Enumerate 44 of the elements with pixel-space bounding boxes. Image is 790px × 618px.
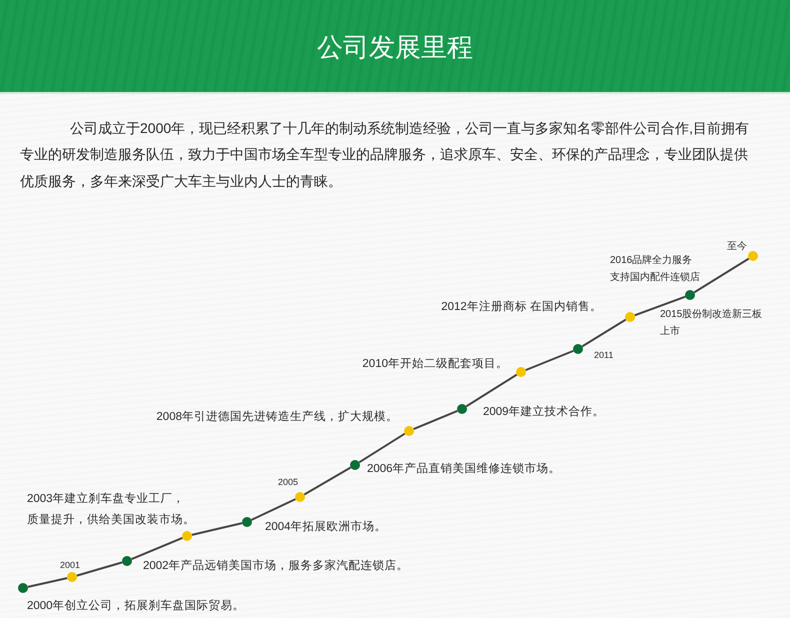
milestone-label: 2010年开始二级配套项目。 [362, 356, 508, 372]
milestone-label: 2002年产品远销美国市场，服务多家汽配连锁店。 [143, 558, 409, 574]
milestone-label: 至今 [727, 240, 747, 252]
milestone-dot [404, 426, 414, 436]
timeline-segment [76, 561, 122, 577]
milestone-dot [18, 583, 28, 593]
timeline-segment [192, 522, 242, 536]
milestone-label: 2016品牌全力服务支持国内配件连锁店 [610, 254, 701, 284]
milestone-label: 2009年建立技术合作。 [483, 404, 605, 420]
timeline-segment [525, 350, 574, 372]
milestone-label: 2005 [278, 476, 298, 488]
timeline-segment [694, 258, 750, 294]
timeline-segment [413, 410, 458, 430]
intro-paragraph: 公司成立于2000年，现已经积累了十几年的制动系统制造经验，公司一直与多家知名零部件公司合作,目前拥有专业的研发制造服务队伍，致力于中国市场全车型专业的品牌服务，追求原车、安全、环保的产品理念，专业团队提供优质服务，多年来深受广大车主与业内人士的青睐。 [20, 118, 750, 191]
timeline-segment [634, 296, 686, 316]
milestone-label: 2008年引进德国先进铸造生产线，扩大规模。 [156, 409, 398, 425]
milestone-label: 2001 [60, 559, 80, 571]
timeline-segment [358, 432, 406, 464]
milestone-dot [242, 517, 252, 527]
timeline-segment [304, 466, 352, 496]
milestone-dot [295, 492, 305, 502]
timeline-segment [582, 318, 626, 348]
timeline-segment [28, 577, 68, 588]
milestone-label: 2011 [594, 349, 614, 361]
milestone-dot [182, 531, 192, 541]
milestone-dot [516, 367, 526, 377]
milestone-dot [350, 460, 360, 470]
timeline-segment [251, 498, 296, 521]
milestone-dot [625, 312, 635, 322]
milestone-label: 2006年产品直销美国维修连锁市场。 [367, 461, 561, 477]
milestone-dot [748, 251, 758, 261]
milestone-label: 2015股份制改造新三板上市 [660, 308, 764, 338]
milestone-dot [573, 344, 583, 354]
milestone-dot [122, 556, 132, 566]
milestone-label: 2003年建立刹车盘专业工厂，质量提升，供给美国改装市场。 [27, 491, 196, 528]
milestone-label: 2012年注册商标 在国内销售。 [441, 299, 602, 315]
milestone-label: 2000年创立公司，拓展刹车盘国际贸易。 [27, 598, 245, 614]
milestone-label: 2004年拓展欧洲市场。 [265, 519, 387, 535]
page-title: 公司发展里程 [317, 32, 473, 64]
milestone-dot [67, 572, 77, 582]
timeline-segment [131, 537, 183, 560]
milestone-dot [457, 404, 467, 414]
milestone-dot [685, 290, 695, 300]
timeline-segment [466, 374, 518, 408]
